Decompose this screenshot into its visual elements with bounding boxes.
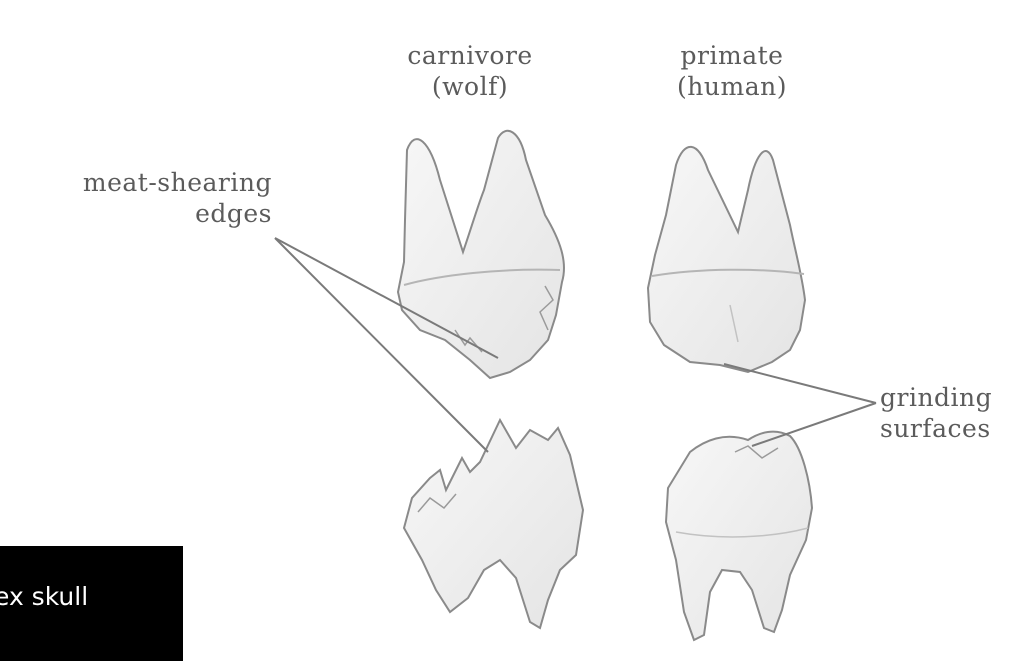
human-lower-tooth [666,432,812,640]
label-meat-shearing-line2: edges [40,198,272,229]
label-grinding-line2: surfaces [880,413,1030,444]
label-primate: primate (human) [642,40,822,102]
label-grinding-line1: grinding [880,382,1030,413]
label-primate-line2: (human) [642,71,822,102]
wolf-upper-tooth [398,131,564,378]
wolf-lower-tooth [404,420,583,628]
caption-box: ex skull [0,546,183,661]
pointer-line-grinding-upper [724,364,876,403]
human-upper-tooth [648,147,805,372]
label-grinding: grinding surfaces [880,382,1030,444]
pointer-line-grinding-lower [752,403,876,446]
label-carnivore: carnivore (wolf) [380,40,560,102]
label-carnivore-line2: (wolf) [380,71,560,102]
label-meat-shearing: meat-shearing edges [40,167,272,229]
label-carnivore-line1: carnivore [380,40,560,71]
label-meat-shearing-line1: meat-shearing [40,167,272,198]
label-primate-line1: primate [642,40,822,71]
caption-text: ex skull [0,582,88,611]
